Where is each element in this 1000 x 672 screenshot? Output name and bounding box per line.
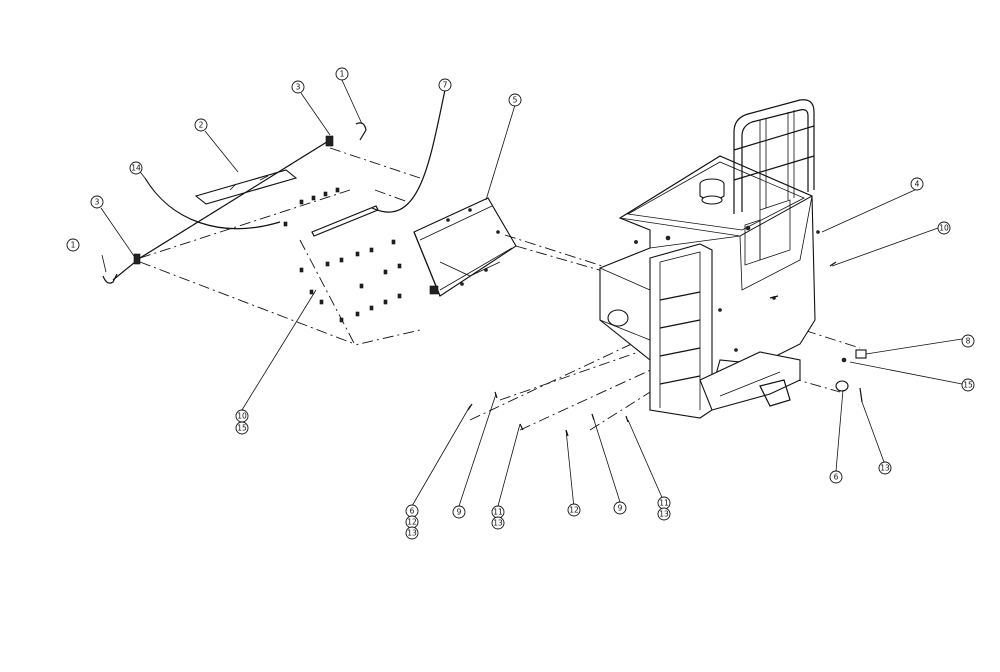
callouts: 1 1 2 3 3 4 5 6 6 7 8 9 9 10 10 11 11 12… <box>66 67 975 540</box>
callout-6b: 6 <box>829 470 843 484</box>
callout-13a: 13 <box>405 526 419 540</box>
machine-body <box>469 99 861 431</box>
callout-10b: 10 <box>937 221 951 235</box>
callout-4: 4 <box>910 177 924 191</box>
svg-text:14: 14 <box>131 164 141 173</box>
callout-3a: 3 <box>90 195 104 209</box>
callout-8: 8 <box>961 334 975 348</box>
callout-15a: 15 <box>235 421 249 435</box>
svg-text:10: 10 <box>237 412 247 421</box>
callout-1b: 1 <box>335 67 349 81</box>
svg-text:3: 3 <box>296 83 301 92</box>
callout-13b: 13 <box>491 516 505 530</box>
callout-12a: 12 <box>405 515 419 529</box>
bolt-pattern <box>283 187 402 323</box>
callout-15b: 15 <box>961 378 975 392</box>
svg-text:13: 13 <box>407 529 417 538</box>
svg-text:1: 1 <box>71 241 76 250</box>
cable <box>144 177 281 230</box>
rail <box>139 139 331 259</box>
svg-text:13: 13 <box>659 510 669 519</box>
callout-11a: 11 <box>491 505 505 519</box>
svg-text:5: 5 <box>513 96 518 105</box>
plate-8 <box>855 349 867 359</box>
callout-12b: 12 <box>567 503 581 517</box>
ladder-frame <box>649 243 713 419</box>
hinge-bracket-left <box>133 253 141 265</box>
lower-bracket <box>759 379 791 407</box>
angle-bar <box>311 205 379 237</box>
callout-10a: 10 <box>235 409 249 423</box>
svg-text:8: 8 <box>966 337 971 346</box>
svg-text:9: 9 <box>618 504 623 513</box>
callout-11b: 11 <box>657 496 671 510</box>
callout-13d: 13 <box>878 461 892 475</box>
svg-text:11: 11 <box>659 499 669 508</box>
callout-3b: 3 <box>291 80 305 94</box>
callout-2: 2 <box>194 118 208 132</box>
callout-1a: 1 <box>66 238 80 252</box>
leader-lines <box>100 79 963 509</box>
svg-text:7: 7 <box>443 81 448 90</box>
callout-13c: 13 <box>657 507 671 521</box>
svg-text:1: 1 <box>340 70 345 79</box>
svg-text:12: 12 <box>569 506 579 515</box>
hinge-bracket-right <box>325 135 334 147</box>
callout-5: 5 <box>508 93 522 107</box>
svg-text:6: 6 <box>834 473 839 482</box>
handrail <box>733 99 815 214</box>
cover-plate <box>413 197 517 297</box>
svg-text:13: 13 <box>880 464 890 473</box>
washer-6 <box>835 380 849 392</box>
svg-text:4: 4 <box>915 180 920 189</box>
callout-9b: 9 <box>613 501 627 515</box>
callout-14: 14 <box>129 161 143 175</box>
exhaust-cap <box>699 178 725 205</box>
svg-text:15: 15 <box>237 424 247 433</box>
cable-7 <box>371 89 446 213</box>
svg-text:13: 13 <box>493 519 503 528</box>
svg-text:12: 12 <box>407 518 417 527</box>
svg-text:15: 15 <box>963 381 973 390</box>
side-hole <box>607 309 629 327</box>
clip-right <box>355 122 367 141</box>
svg-text:11: 11 <box>493 508 503 517</box>
base-frame <box>699 351 801 411</box>
callout-6a: 6 <box>405 504 419 518</box>
callout-9a: 9 <box>452 505 466 519</box>
svg-text:10: 10 <box>939 224 949 233</box>
svg-text:2: 2 <box>199 121 204 130</box>
svg-text:9: 9 <box>457 508 462 517</box>
callout-7: 7 <box>438 78 452 92</box>
floor-plate-assembly <box>102 89 517 346</box>
top-panel <box>194 169 298 205</box>
svg-text:3: 3 <box>95 198 100 207</box>
clip-left <box>102 273 118 284</box>
svg-text:6: 6 <box>410 507 415 516</box>
